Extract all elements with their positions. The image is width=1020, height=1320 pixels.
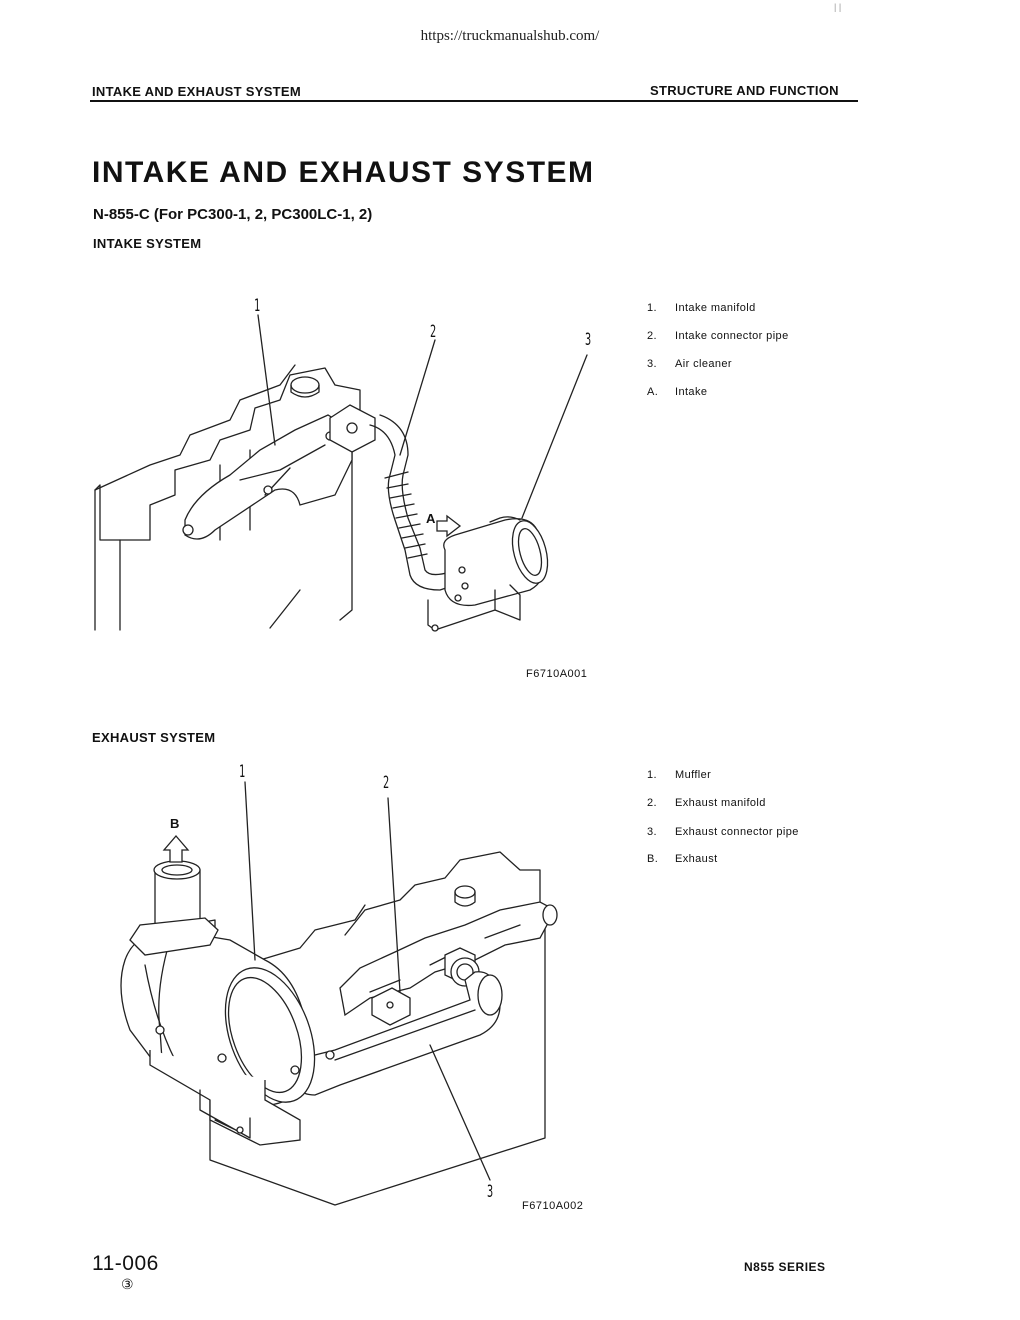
exhaust-diagram xyxy=(120,781,558,1206)
intake-callout-a: A xyxy=(426,511,436,526)
source-url[interactable]: https://truckmanualshub.com/ xyxy=(420,28,600,44)
series-label: N855 SERIES xyxy=(744,1260,826,1274)
page-title: INTAKE AND EXHAUST SYSTEM xyxy=(92,156,595,189)
intake-heading: INTAKE SYSTEM xyxy=(93,236,202,251)
exhaust-callout-b: B xyxy=(170,816,180,831)
page-number: 11-006 xyxy=(92,1252,159,1275)
exhaust-callout-2: 2 xyxy=(383,773,390,793)
exhaust-callout-3: 3 xyxy=(487,1182,494,1202)
intake-diagram xyxy=(94,314,588,632)
model-line: N-855-C (For PC300-1, 2, PC300LC-1, 2) xyxy=(93,206,373,223)
intake-callout-2: 2 xyxy=(430,322,437,342)
exhaust-heading: EXHAUST SYSTEM xyxy=(92,730,216,745)
intake-callout-1: 1 xyxy=(254,296,261,316)
header-section-title: INTAKE AND EXHAUST SYSTEM xyxy=(92,84,302,99)
header-chapter-title: STRUCTURE AND FUNCTION xyxy=(650,83,839,98)
exhaust-callout-1: 1 xyxy=(239,762,246,782)
intake-callout-3: 3 xyxy=(585,330,592,350)
revision-mark: ③ xyxy=(121,1276,134,1292)
header-rule xyxy=(90,100,858,102)
intake-figure-id: F6710A001 xyxy=(526,668,588,680)
corner-mark: | | xyxy=(834,2,842,12)
exhaust-figure-id: F6710A002 xyxy=(522,1200,584,1212)
